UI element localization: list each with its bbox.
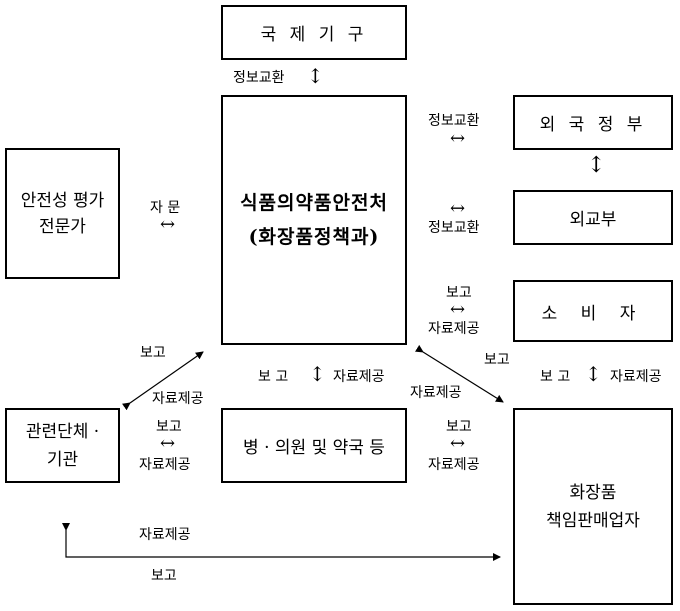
consumer-label: 소 비 자 (541, 303, 645, 324)
advice-lr-arrow: ↔ (160, 214, 176, 235)
hospital-cosmetic-data-label: 자료제공 (428, 457, 480, 473)
mofa-label: 외교부 (569, 210, 617, 230)
cosmetic-label-line2: 책임판매업자 (546, 510, 640, 531)
mofa-info-exchange-label: 정보교환 (428, 220, 480, 236)
related-diag-report-label: 보고 (140, 345, 166, 361)
bottom-report-label: 보고 (151, 568, 177, 584)
cosmetic-diag-data-label: 자료제공 (410, 385, 462, 401)
hospital-report-label: 보 고 (258, 369, 289, 385)
advice-label: 자 문 (150, 200, 181, 216)
mfds-label-line2: (화장품정책과) (248, 226, 380, 248)
consumer-lr-arrow: ↔ (450, 299, 466, 320)
safety-expert-label-line1: 안전성 평가 (20, 190, 105, 211)
diag-arrow-related-mfds (121, 351, 204, 411)
bottom-l-arrow (62, 523, 501, 561)
intl-info-exchange-label: 정보교환 (233, 70, 285, 86)
hospital-updown-arrow: ↕ (309, 362, 326, 386)
hospital-box: 병 · 의원 및 약국 등 (221, 408, 407, 483)
related-org-box: 관련단체 · 기관 (5, 408, 120, 483)
related-org-label-line2: 기관 (46, 449, 79, 470)
cosmetic-box: 화장품 책임판매업자 (513, 408, 673, 605)
related-hospital-report-label: 보고 (156, 419, 182, 435)
hospital-data-label: 자료제공 (333, 369, 385, 385)
mfds-box: 식품의약품안전처 (화장품정책과) (221, 95, 407, 345)
hospital-cosmetic-report-label: 보고 (446, 419, 472, 435)
foreign-info-exchange-label: 정보교환 (428, 113, 480, 129)
cosmetic-consumer-updown-arrow: ↕ (585, 362, 602, 386)
mofa-lr-arrow: ↔ (450, 198, 466, 219)
hospital-label: 병 · 의원 및 약국 등 (243, 438, 385, 458)
intl-org-box: 국 제 기 구 (221, 5, 407, 60)
mofa-box: 외교부 (513, 190, 673, 245)
related-diag-data-label: 자료제공 (152, 391, 204, 407)
safety-expert-box: 안전성 평가 전문가 (5, 148, 120, 279)
consumer-data-label: 자료제공 (428, 321, 480, 337)
foreign-gov-label: 외 국 정 부 (539, 115, 647, 135)
bottom-data-label: 자료제공 (139, 527, 191, 543)
related-hospital-lr-arrow: ↔ (160, 433, 176, 454)
related-org-label-line1: 관련단체 · (25, 421, 100, 442)
foreign-mofa-updown-arrow: ↕ (587, 153, 606, 178)
foreign-gov-box: 외 국 정 부 (513, 95, 673, 150)
cosmetic-label-line1: 화장품 (569, 482, 617, 503)
cosmetic-consumer-report-label: 보 고 (540, 369, 571, 385)
consumer-box: 소 비 자 (513, 280, 673, 342)
hospital-cosmetic-lr-arrow: ↔ (450, 433, 466, 454)
intl-org-label: 국 제 기 구 (260, 25, 368, 45)
intl-updown-arrow: ↕ (307, 64, 324, 88)
cosmetic-diag-report-label: 보고 (484, 352, 510, 368)
consumer-report-label: 보고 (446, 285, 472, 301)
foreign-lr-arrow: ↔ (450, 128, 466, 149)
related-hospital-data-label: 자료제공 (139, 457, 191, 473)
safety-expert-label-line2: 전문가 (39, 216, 86, 237)
cosmetic-consumer-data-label: 자료제공 (610, 369, 662, 385)
diag-arrow-mfds-cosmetic (414, 344, 504, 403)
mfds-label-line1: 식품의약품안전처 (240, 192, 388, 214)
